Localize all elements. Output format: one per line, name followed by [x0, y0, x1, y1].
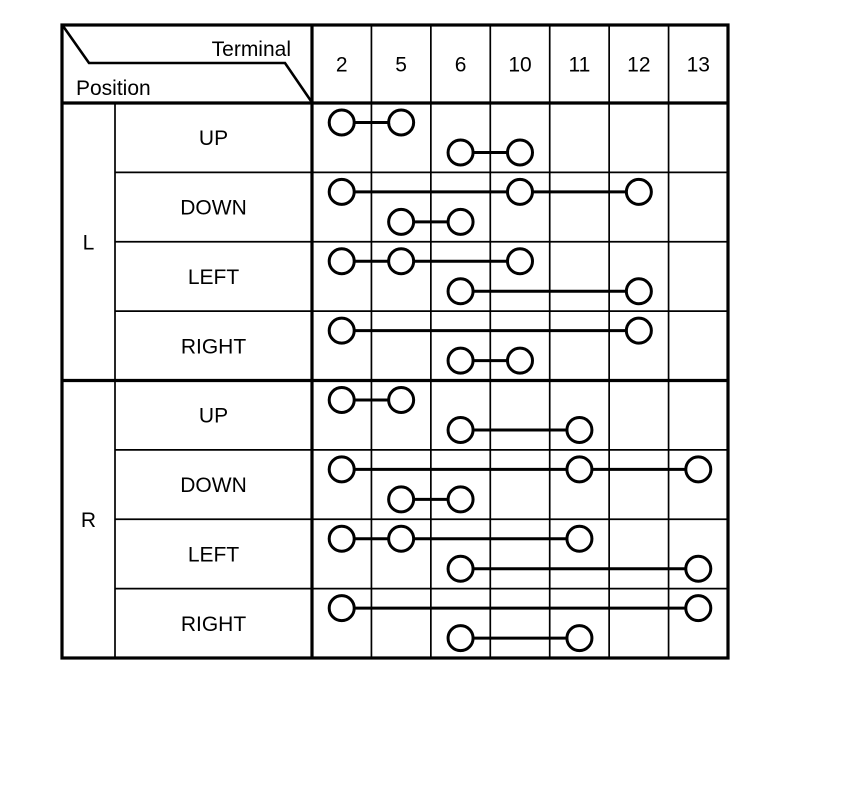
contact-circle	[624, 277, 653, 306]
contact-circle	[327, 524, 356, 553]
contact-circle	[387, 524, 416, 553]
position-label: LEFT	[188, 543, 240, 566]
position-label: RIGHT	[181, 335, 247, 358]
continuity-link	[327, 524, 594, 553]
contact-circle	[446, 138, 475, 167]
terminal-header: 11	[569, 54, 591, 77]
continuity-link	[327, 594, 713, 623]
corner-label-terminal: Terminal	[212, 38, 291, 61]
terminal-header: 13	[687, 54, 710, 77]
continuity-link	[327, 247, 534, 276]
contact-circle	[327, 386, 356, 414]
group-label: L	[83, 231, 95, 254]
terminal-header: 10	[508, 54, 531, 77]
contact-circle	[387, 247, 416, 276]
contact-circle	[446, 624, 475, 653]
contact-circle	[446, 277, 475, 306]
continuity-link	[446, 554, 713, 583]
corner-label-position: Position	[76, 77, 151, 100]
continuity-link	[446, 416, 594, 444]
continuity-link	[446, 346, 534, 375]
terminal-header: 5	[395, 54, 407, 77]
position-label: RIGHT	[181, 613, 247, 636]
position-label: UP	[199, 127, 228, 150]
contact-circle	[684, 554, 713, 583]
continuity-link	[387, 485, 475, 514]
contact-circle	[327, 316, 356, 345]
position-label: DOWN	[180, 197, 247, 220]
continuity-link	[327, 455, 713, 484]
contact-circle	[327, 594, 356, 623]
continuity-link	[327, 316, 653, 345]
contact-circle	[506, 138, 534, 167]
contact-circle	[506, 247, 534, 276]
contact-circle	[327, 108, 356, 137]
contact-circle	[327, 177, 356, 206]
continuity-link	[327, 386, 416, 414]
continuity-link	[327, 177, 653, 206]
terminal-header: 2	[336, 54, 348, 77]
contact-circle	[684, 594, 713, 623]
contact-circle	[506, 346, 534, 375]
contact-circle	[327, 455, 356, 484]
contact-circle	[624, 316, 653, 345]
position-label: DOWN	[180, 474, 247, 497]
position-label: UP	[199, 405, 228, 428]
terminal-header: 6	[455, 54, 467, 77]
contact-circle	[446, 485, 475, 514]
contact-circle	[506, 177, 534, 206]
contact-circle	[327, 247, 356, 276]
contact-circle	[387, 485, 416, 514]
continuity-link	[446, 138, 534, 167]
continuity-link	[387, 207, 475, 236]
contact-circle	[387, 207, 416, 236]
contact-circle	[446, 207, 475, 236]
contact-circle	[446, 346, 475, 375]
contact-circle	[387, 108, 416, 137]
contact-circle	[565, 624, 594, 653]
contact-circle	[446, 554, 475, 583]
contact-circle	[565, 524, 594, 553]
continuity-link	[446, 624, 594, 653]
continuity-link	[327, 108, 416, 137]
group-label: R	[81, 509, 96, 532]
contact-circle	[684, 455, 713, 484]
table-outer-border	[60, 23, 730, 660]
continuity-link	[446, 277, 653, 306]
contact-circle	[565, 416, 594, 444]
contact-circle	[624, 177, 653, 206]
contact-circle	[446, 416, 475, 444]
position-label: LEFT	[188, 266, 240, 289]
corner-diagonal	[61, 25, 313, 102]
contact-circle	[387, 386, 416, 414]
terminal-header: 12	[627, 54, 650, 77]
contact-circle	[565, 455, 594, 484]
